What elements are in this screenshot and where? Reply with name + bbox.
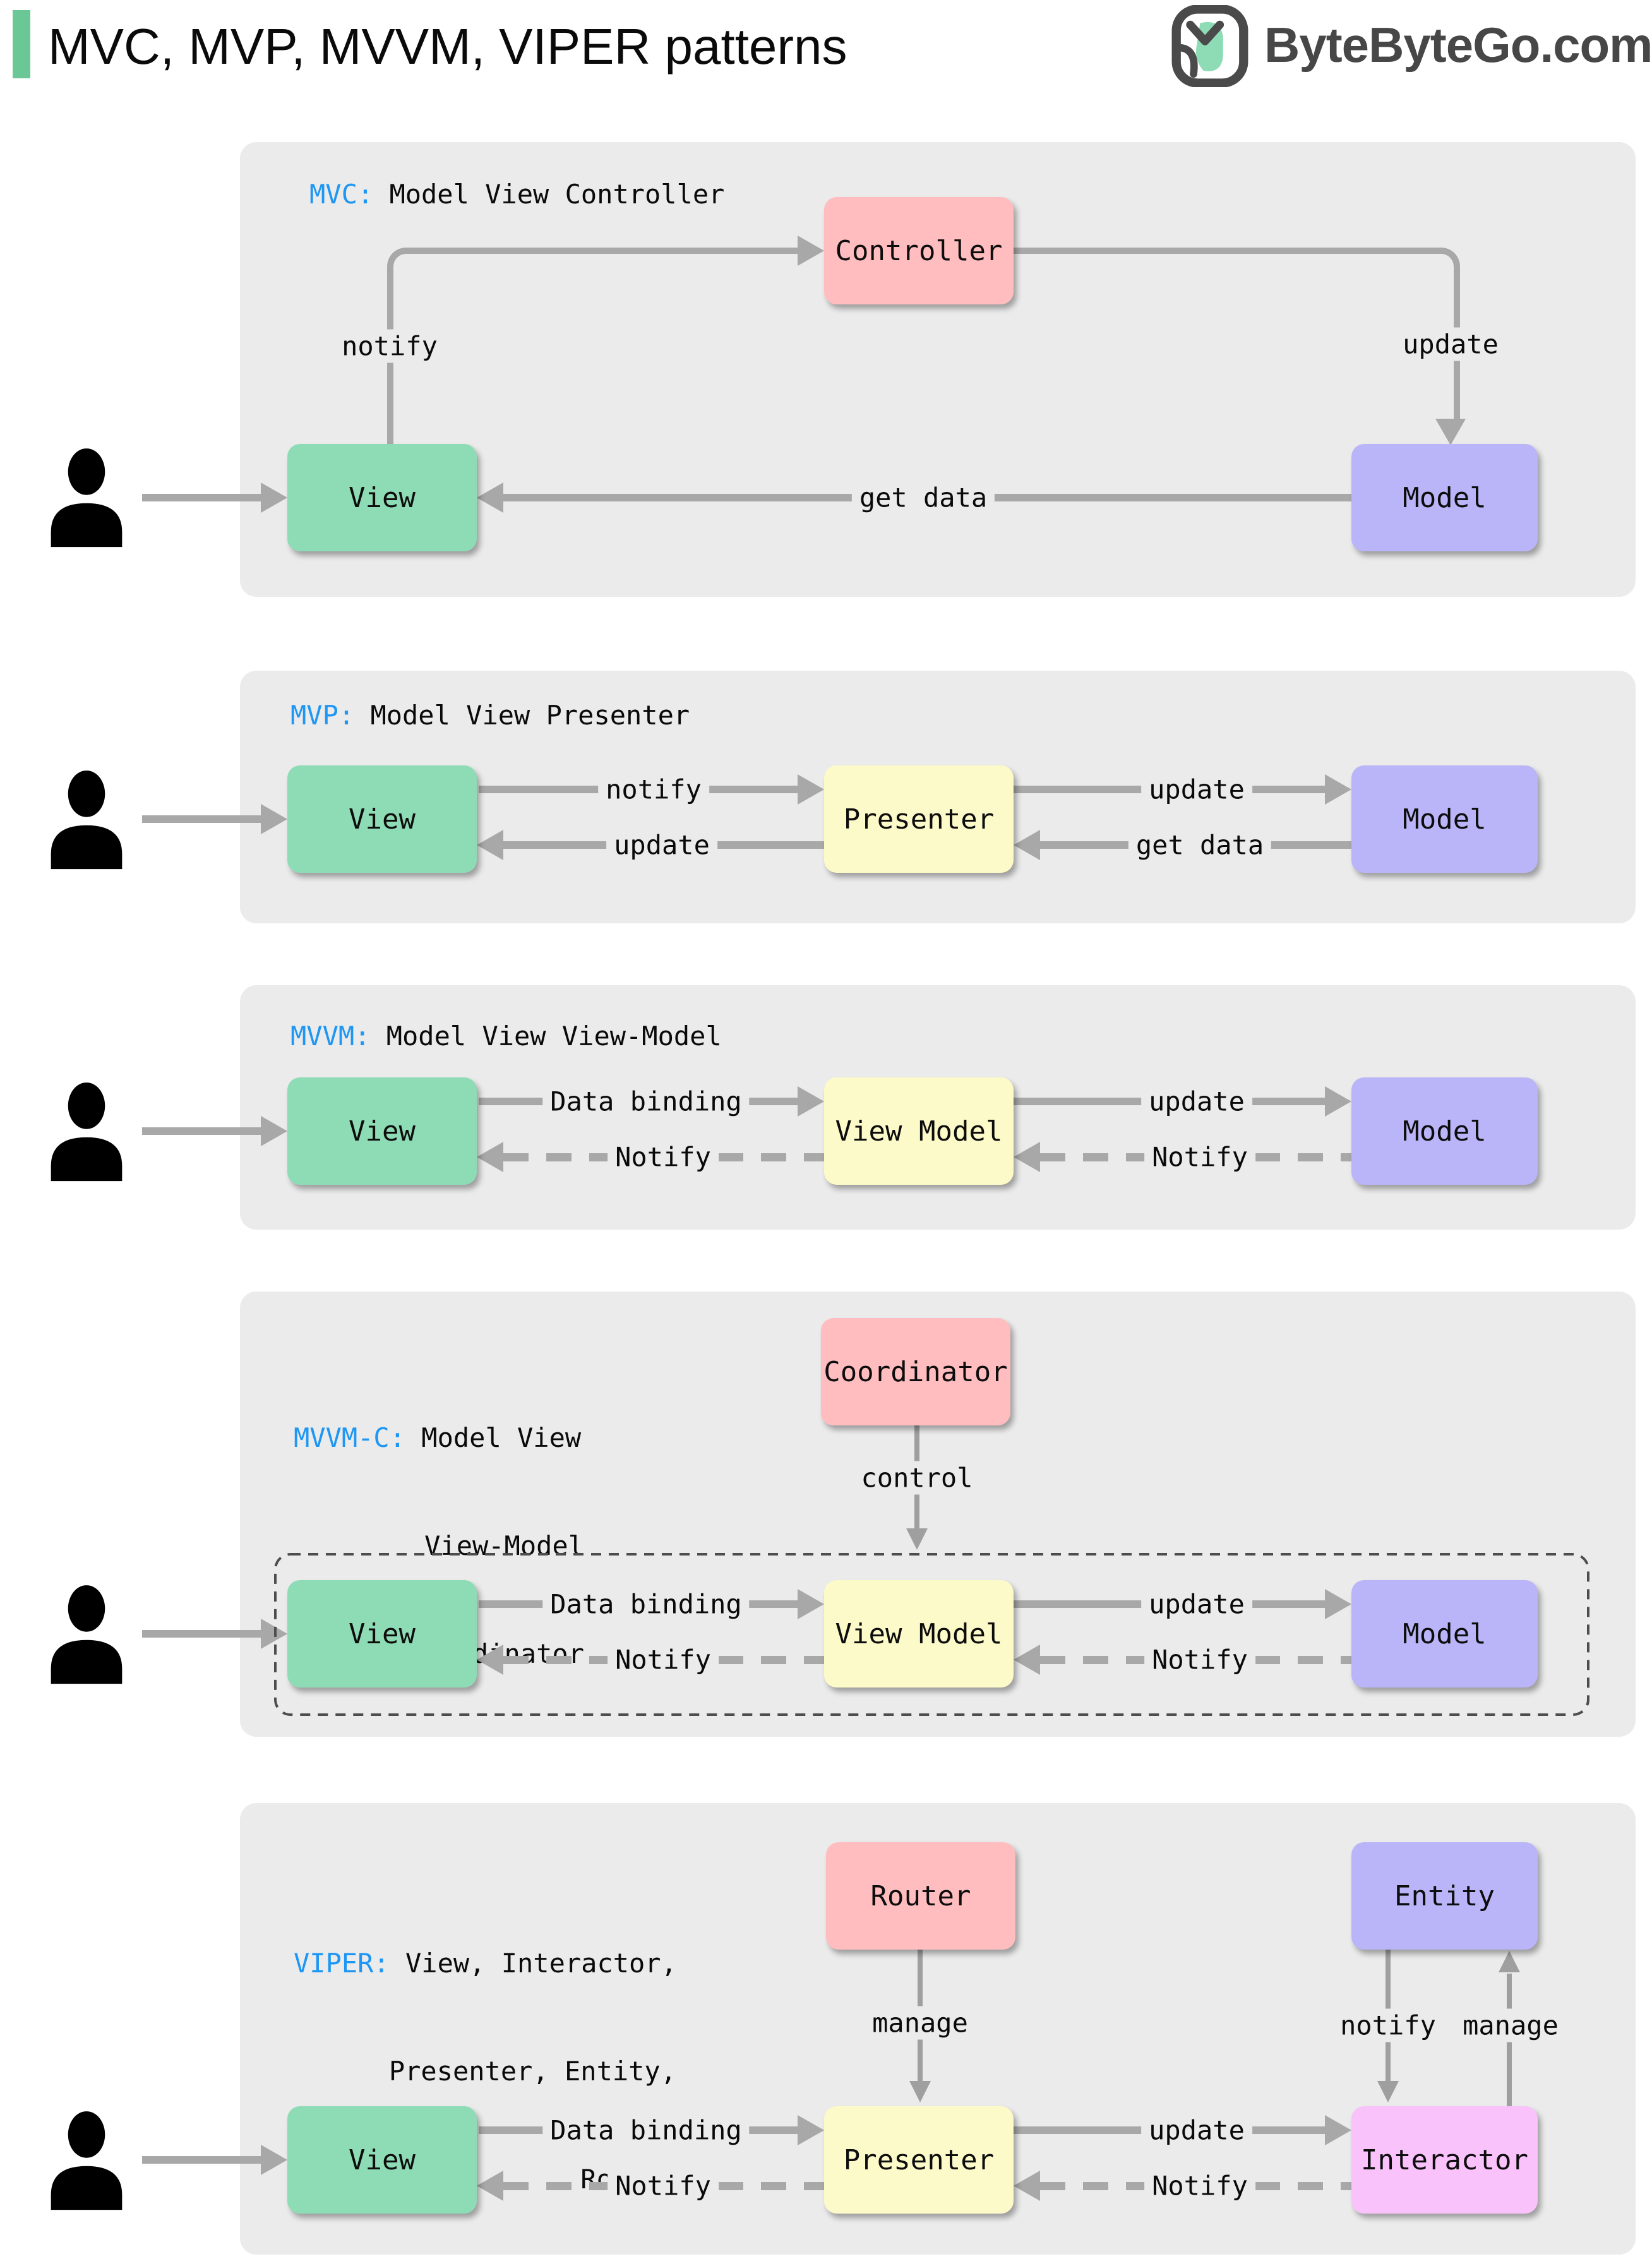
- arrowhead: [798, 236, 824, 266]
- person-icon: [51, 770, 123, 870]
- edge-label-data-binding: Data binding: [542, 1084, 750, 1118]
- edge-label-update: update: [1141, 1084, 1252, 1118]
- edge-label-update: update: [1141, 2113, 1252, 2147]
- arrowhead: [1499, 1951, 1520, 1972]
- box-router: Router: [826, 1842, 1015, 1950]
- arrowhead: [798, 774, 824, 805]
- arrow-user-to-view: [142, 494, 262, 501]
- arrowhead: [261, 2145, 287, 2175]
- person-icon: [51, 1585, 123, 1684]
- person-icon: [51, 448, 123, 548]
- mvvm-group-dashed-border: [274, 1553, 1589, 1716]
- arrowhead: [906, 1528, 928, 1550]
- edge-label-notify: Notify: [608, 1140, 719, 1174]
- box-view-model: View Model: [824, 1077, 1014, 1185]
- arrowhead: [1325, 774, 1351, 805]
- edge-label-get-data: get data: [1128, 828, 1272, 862]
- box-entity: Entity: [1351, 1842, 1538, 1950]
- box-view: View: [287, 1580, 477, 1688]
- page-title: MVC, MVP, MVVM, VIPER patterns: [48, 18, 847, 75]
- box-view: View: [287, 2106, 477, 2214]
- arrow-user-to-view: [142, 815, 262, 823]
- arrow-view-to-controller: [387, 248, 805, 450]
- box-view: View: [287, 444, 477, 551]
- box-model: Model: [1351, 1580, 1538, 1688]
- arrow-controller-to-model: [1014, 248, 1460, 425]
- section-title-mvp: MVP: Model View Presenter: [290, 700, 690, 731]
- arrowhead: [909, 2081, 931, 2102]
- arrowhead: [477, 2171, 503, 2201]
- edge-label-notify: Notify: [608, 1643, 719, 1677]
- arrowhead: [261, 804, 287, 834]
- arrow-user-to-view: [142, 1127, 262, 1135]
- person-icon: [51, 2111, 123, 2210]
- person-icon: [51, 1082, 123, 1182]
- arrowhead: [1014, 1645, 1040, 1675]
- arrowhead: [261, 1116, 287, 1146]
- box-presenter: Presenter: [824, 2106, 1014, 2214]
- arrowhead: [477, 1645, 503, 1675]
- edge-label-notify: notify: [334, 329, 445, 363]
- edge-label-control: control: [853, 1461, 981, 1495]
- edge-label-manage: manage: [865, 2006, 976, 2040]
- box-coordinator: Coordinator: [821, 1318, 1010, 1425]
- box-presenter: Presenter: [824, 765, 1014, 873]
- box-controller: Controller: [824, 197, 1014, 304]
- arrowhead: [798, 1086, 824, 1117]
- arrowhead: [261, 483, 287, 513]
- brand-text: ByteByteGo.com: [1264, 17, 1652, 73]
- arrowhead: [1014, 830, 1040, 860]
- section-title-mvvm: MVVM: Model View View-Model: [290, 1021, 722, 1052]
- arrowhead: [1325, 1086, 1351, 1117]
- arrow-user-to-view: [142, 1630, 262, 1638]
- box-interactor: Interactor: [1351, 2106, 1538, 2214]
- edge-label-update: update: [1141, 772, 1252, 806]
- arrowhead: [798, 2115, 824, 2145]
- arrowhead: [1377, 2081, 1399, 2102]
- arrowhead: [1014, 1142, 1040, 1172]
- arrowhead: [1014, 2171, 1040, 2201]
- box-view: View: [287, 1077, 477, 1185]
- edge-label-notify: Notify: [1144, 2169, 1255, 2203]
- arrowhead: [1435, 419, 1466, 445]
- arrow-user-to-view: [142, 2156, 262, 2164]
- arrowhead: [477, 830, 503, 860]
- box-model: Model: [1351, 444, 1538, 551]
- edge-label-data-binding: Data binding: [542, 2113, 750, 2147]
- edge-label-data-binding: Data binding: [542, 1587, 750, 1621]
- title-accent-bar: [13, 10, 30, 78]
- edge-label-update: update: [1141, 1587, 1252, 1621]
- edge-label-update: update: [606, 828, 717, 862]
- edge-label-notify: Notify: [1144, 1140, 1255, 1174]
- box-view: View: [287, 765, 477, 873]
- edge-label-manage: manage: [1455, 2008, 1566, 2042]
- bytebytego-logo-icon: [1171, 5, 1248, 87]
- edge-label-notify: Notify: [1144, 1643, 1255, 1677]
- arrowhead: [1325, 2115, 1351, 2145]
- box-model: Model: [1351, 765, 1538, 873]
- edge-label-get-data: get data: [851, 481, 995, 515]
- edge-label-notify: Notify: [608, 2169, 719, 2203]
- section-title-mvc: MVC: Model View Controller: [309, 179, 725, 210]
- edge-label-notify: notify: [598, 772, 709, 806]
- edge-label-update: update: [1395, 327, 1506, 361]
- box-view-model: View Model: [824, 1580, 1014, 1688]
- arrowhead: [1325, 1589, 1351, 1619]
- arrowhead: [477, 1142, 503, 1172]
- edge-label-notify: notify: [1332, 2008, 1444, 2042]
- box-model: Model: [1351, 1077, 1538, 1185]
- arrowhead: [798, 1589, 824, 1619]
- arrowhead: [477, 483, 503, 513]
